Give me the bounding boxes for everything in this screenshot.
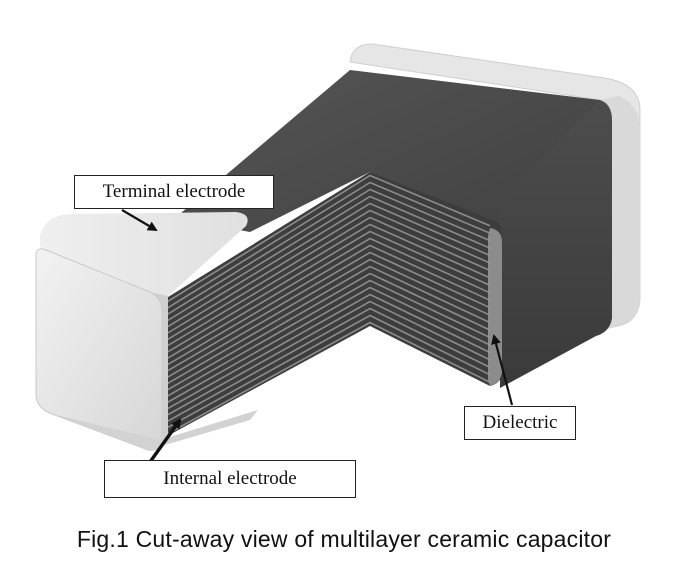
internal-electrode-layer — [161, 244, 491, 369]
internal-electrode-layer — [161, 286, 491, 407]
internal-electrode-layer — [161, 258, 491, 382]
internal-electrode-layer — [161, 314, 491, 432]
dielectric-label: Dielectric — [464, 406, 576, 440]
internal-electrode-layer — [161, 209, 491, 338]
arrow-terminal — [121, 209, 158, 232]
internal-electrode-layer — [161, 174, 491, 306]
front-terminal-electrode — [35, 212, 258, 452]
internal-electrode-layer — [161, 202, 491, 331]
internal-electrode-layer — [161, 321, 491, 438]
internal-electrode-layer — [161, 237, 491, 363]
arrow-dielectric — [491, 334, 514, 406]
internal-electrode-layer — [161, 279, 491, 400]
internal-electrode-layer — [161, 300, 491, 419]
internal-electrode-layer — [161, 195, 491, 325]
internal-electrode-layer — [161, 272, 491, 394]
internal-electrode-layer — [161, 181, 491, 313]
internal-electrode-layer — [161, 230, 491, 356]
internal-electrode-layer — [161, 251, 491, 375]
terminal-electrode-label: Terminal electrode — [74, 175, 274, 209]
cutaway-layers — [160, 172, 502, 440]
internal-electrode-layer — [161, 216, 491, 344]
body-right-side — [500, 100, 612, 388]
internal-electrode-layer — [161, 188, 491, 319]
figure-caption: Fig.1 Cut-away view of multilayer cerami… — [76, 526, 612, 552]
arrow-internal — [148, 418, 182, 463]
internal-electrode-label: Internal electrode — [104, 460, 356, 498]
internal-electrode-layer — [161, 293, 491, 413]
internal-electrode-layer — [161, 223, 491, 350]
internal-electrode-layer — [161, 265, 491, 388]
internal-electrode-layer — [161, 307, 491, 425]
